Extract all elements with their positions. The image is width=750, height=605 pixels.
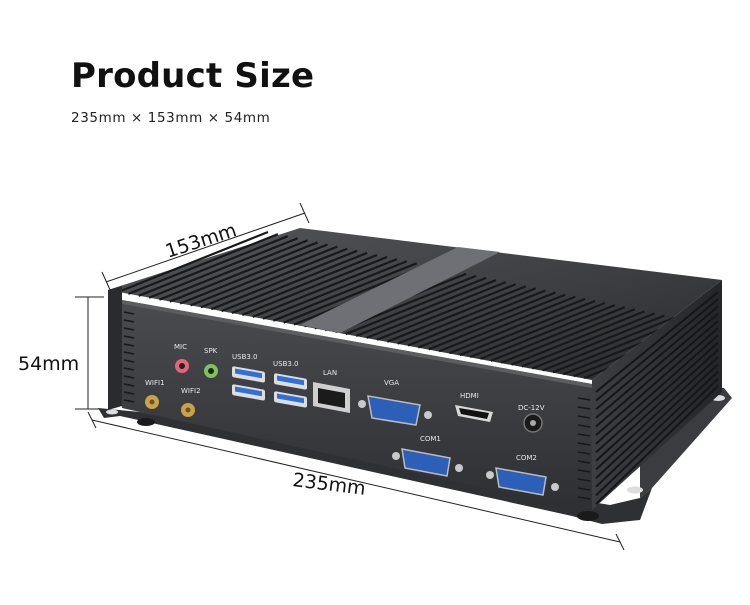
label-vga: VGA xyxy=(384,379,399,387)
foot-right xyxy=(577,511,599,521)
left-side-panel xyxy=(108,286,122,410)
port-labels: MIC SPK USB3.0 USB3.0 LAN VGA HDMI DC-12… xyxy=(145,343,545,462)
label-hdmi: HDMI xyxy=(460,392,479,400)
com2-port xyxy=(486,467,559,496)
spk-jack xyxy=(204,364,218,378)
label-lan: LAN xyxy=(323,369,337,377)
height-dimension: 54mm xyxy=(18,296,104,410)
lan-port xyxy=(313,382,350,413)
label-com1: COM1 xyxy=(420,435,441,443)
page-subtitle: 235mm × 153mm × 54mm xyxy=(71,110,271,126)
width-label: 235mm xyxy=(291,469,366,500)
label-mic: MIC xyxy=(174,343,187,351)
label-com2: COM2 xyxy=(516,454,537,462)
height-label: 54mm xyxy=(18,353,79,375)
mic-jack xyxy=(175,359,189,373)
wifi2-connector xyxy=(181,403,195,417)
foot-left xyxy=(137,418,155,426)
label-wifi1: WIFI1 xyxy=(145,379,165,387)
label-spk: SPK xyxy=(204,347,218,355)
page-title: Product Size xyxy=(71,56,315,96)
heatsink-top xyxy=(108,228,722,380)
hdmi-port xyxy=(455,405,493,422)
usb-ports-a xyxy=(232,366,265,401)
label-usb-b: USB3.0 xyxy=(273,360,299,368)
wifi1-connector xyxy=(145,395,159,409)
label-wifi2: WIFI2 xyxy=(181,387,201,395)
vga-port xyxy=(358,395,432,426)
label-dc: DC-12V xyxy=(518,404,545,412)
right-side-panel xyxy=(592,280,722,510)
dc-jack xyxy=(523,413,543,433)
com1-port xyxy=(392,448,463,477)
label-usb-a: USB3.0 xyxy=(232,353,258,361)
usb-ports-b xyxy=(274,373,307,408)
front-panel xyxy=(122,300,592,512)
